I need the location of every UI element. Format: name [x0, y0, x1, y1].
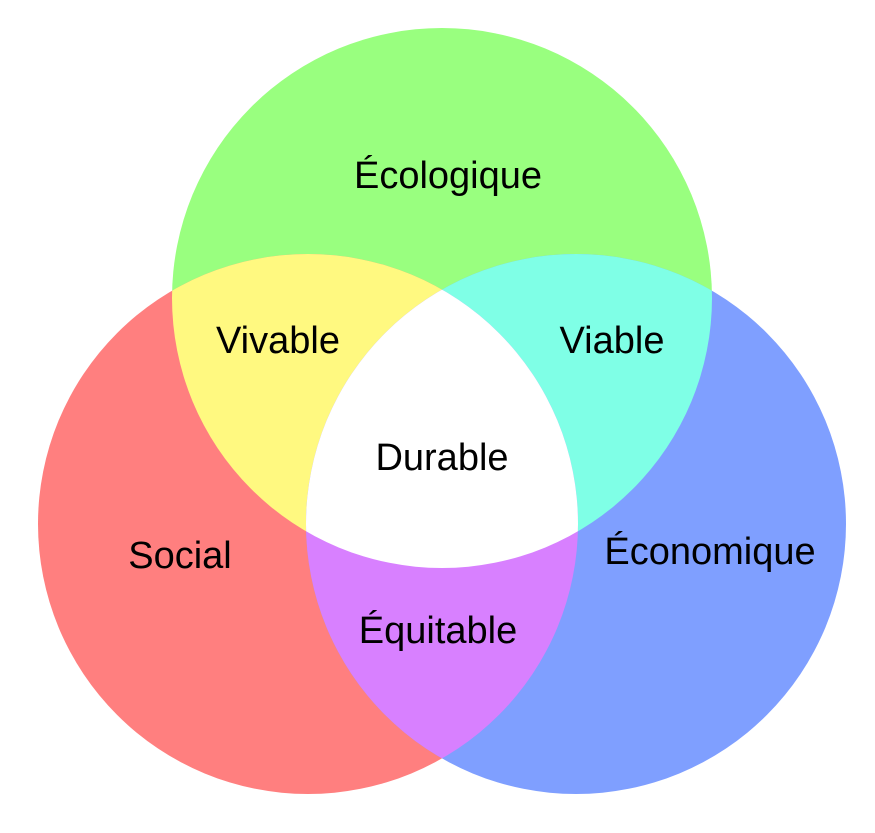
label-economique: Économique	[604, 530, 815, 573]
label-ecologique: Écologique	[354, 154, 542, 197]
label-social: Social	[128, 535, 232, 577]
label-durable: Durable	[375, 437, 508, 479]
region-durable	[306, 254, 578, 568]
label-vivable: Vivable	[216, 320, 340, 362]
label-equitable: Équitable	[359, 609, 517, 652]
label-viable: Viable	[560, 320, 665, 362]
